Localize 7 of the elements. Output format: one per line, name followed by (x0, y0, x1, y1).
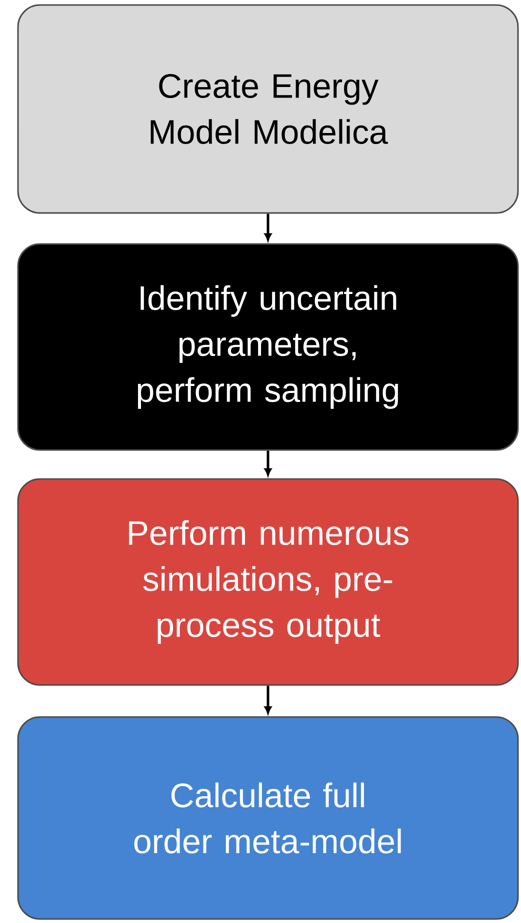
process-box: Calculate full order meta-model (17, 716, 519, 920)
process-box: Identify uncertain parameters, perform sampling (17, 243, 519, 451)
arrow (264, 450, 272, 476)
arrow (264, 214, 272, 241)
process-box: Create Energy Model Modelica (17, 4, 519, 214)
process-box: Perform numerous simulations, pre-process output (17, 478, 519, 686)
arrow (264, 686, 272, 714)
